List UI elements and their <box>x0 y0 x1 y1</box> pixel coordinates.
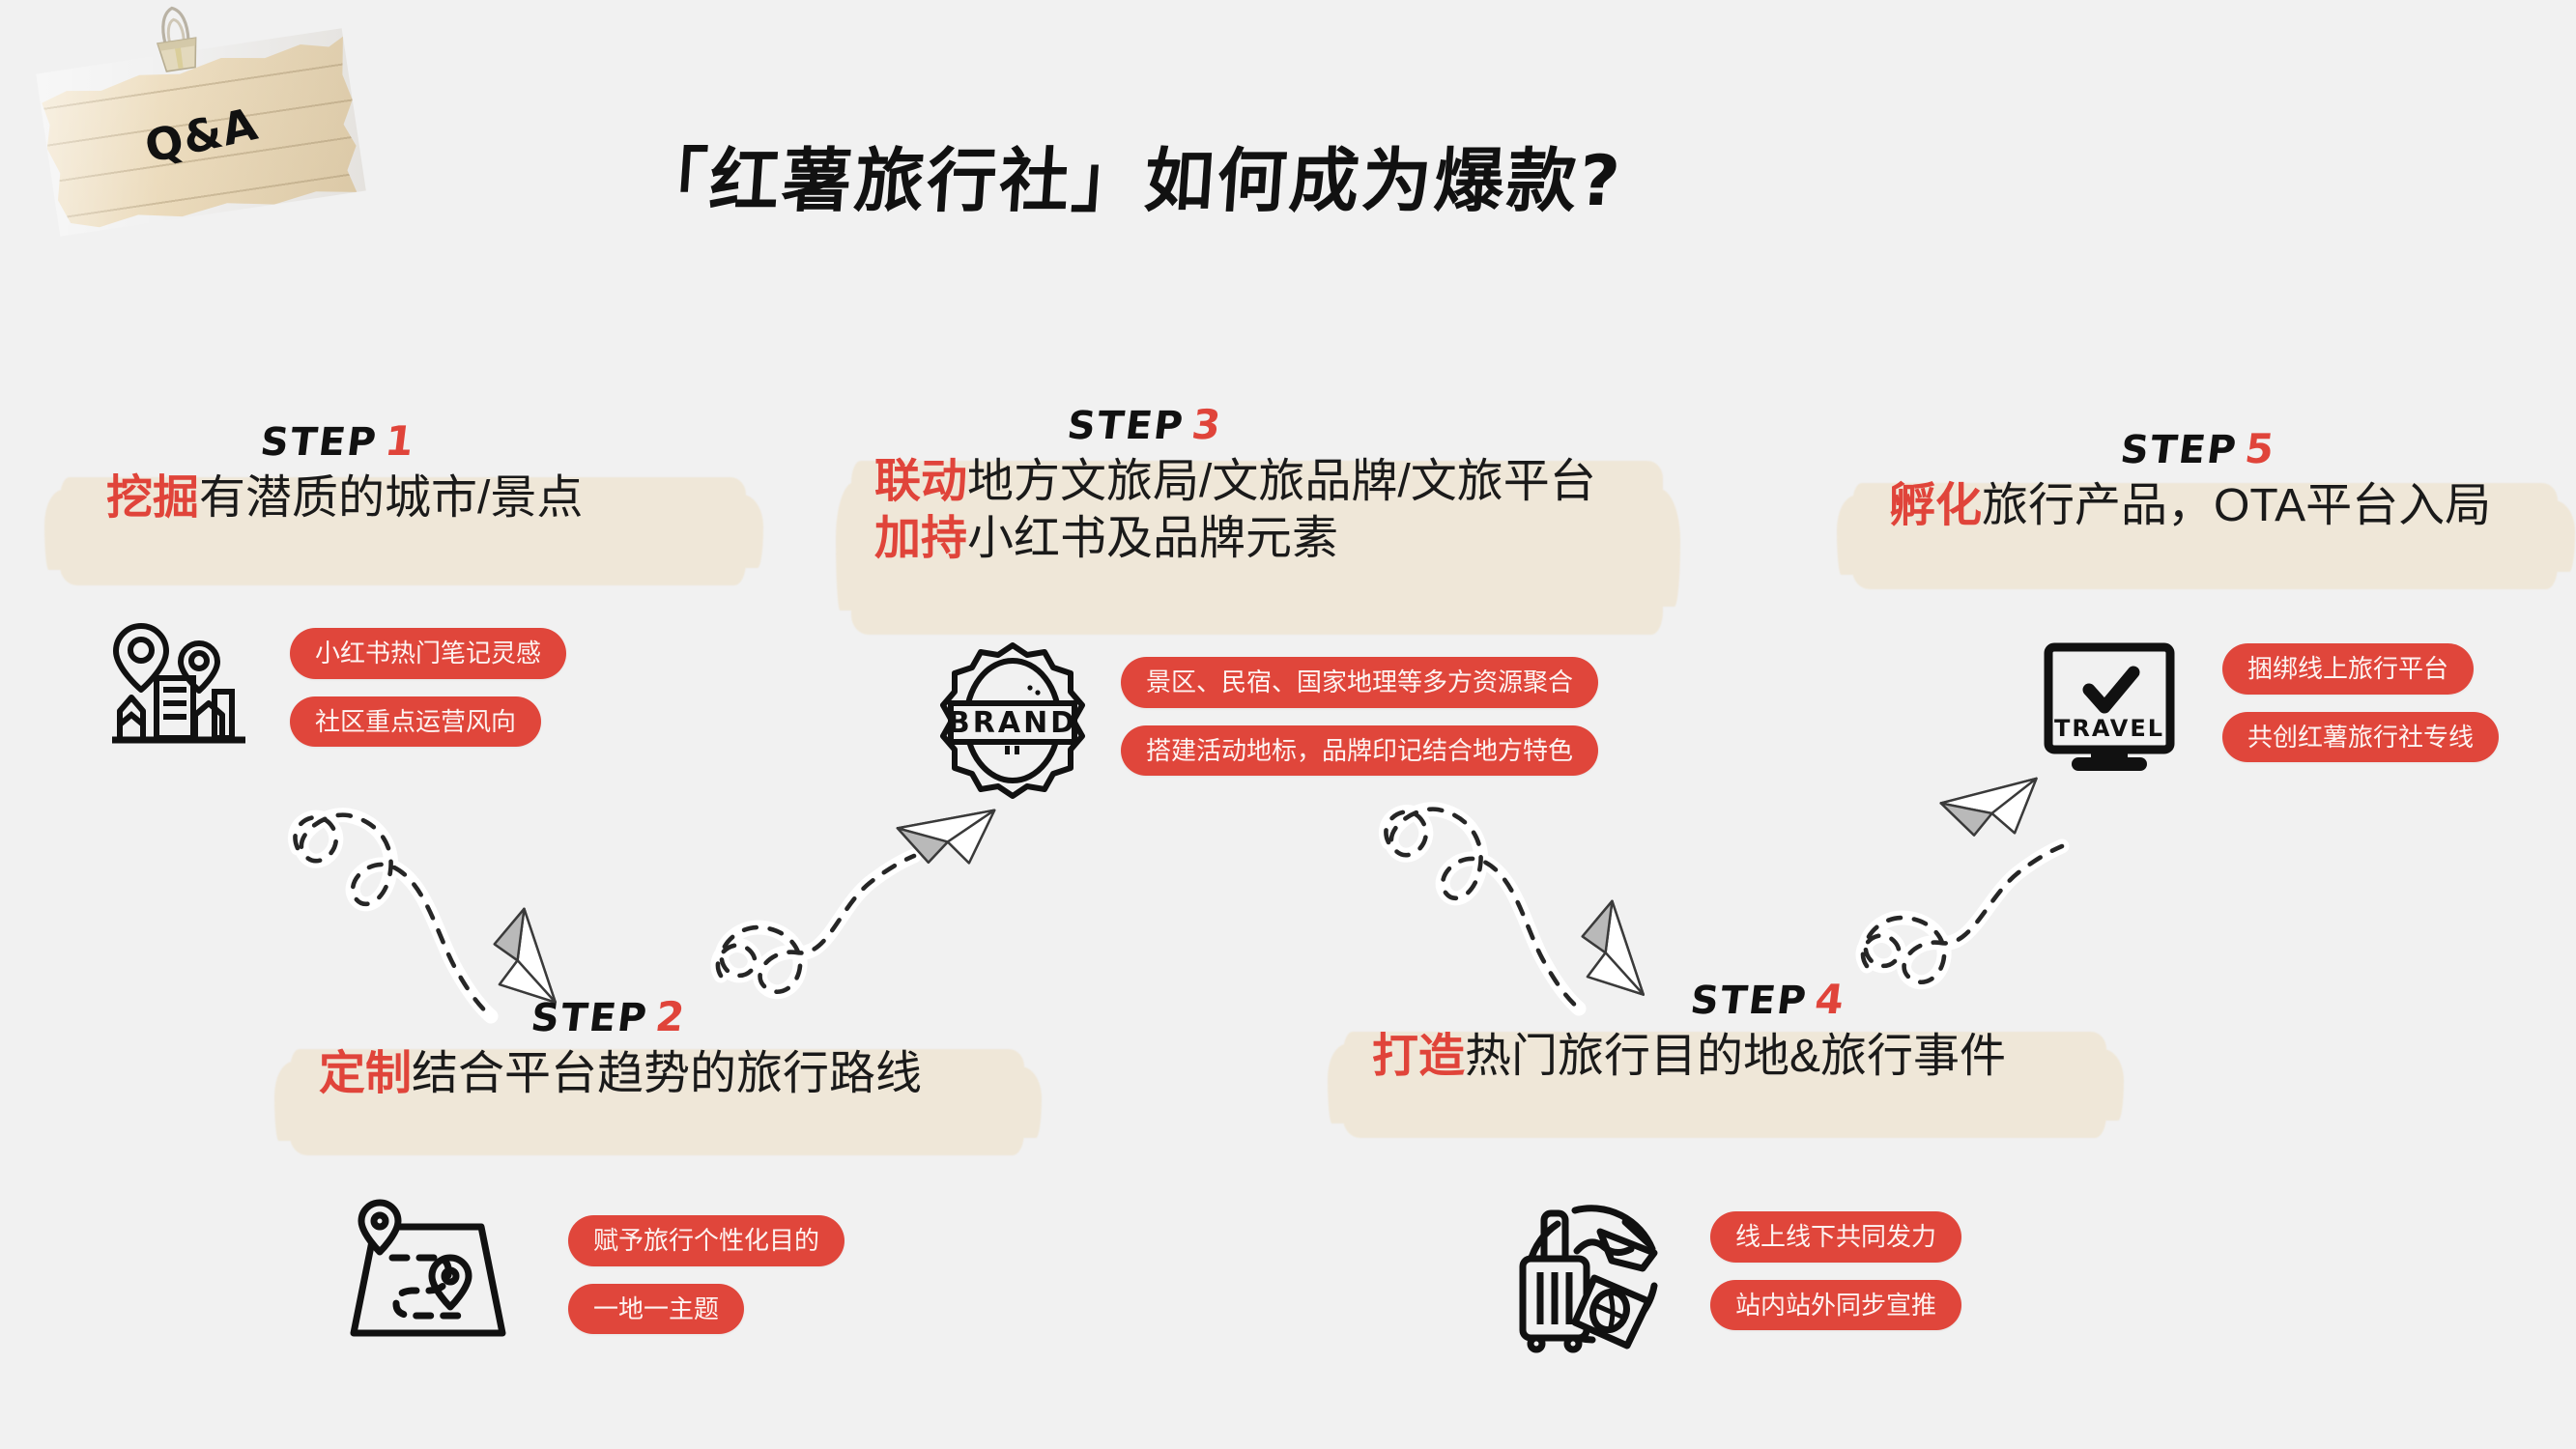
step-1-block: STEP1 挖掘有潜质的城市/景点 <box>44 417 763 585</box>
step-5-keyword: 孵化 <box>1889 480 1983 531</box>
tag-item[interactable]: 搭建活动地标，品牌印记结合地方特色 <box>1121 724 1599 776</box>
brush-highlight <box>274 1049 1042 1155</box>
brush-highlight <box>1328 1032 2124 1138</box>
step-4-text: 热门旅行目的地&旅行事件 <box>1465 1031 2007 1082</box>
step-3-text-2: 小红书及品牌元素 <box>967 512 1339 564</box>
svg-text:BRAND: BRAND <box>948 706 1077 740</box>
step-4-headline: 打造热门旅行目的地&旅行事件 <box>1372 1029 2006 1086</box>
step-2-headline: 定制结合平台趋势的旅行路线 <box>319 1046 922 1103</box>
step-1-tag-list: 小红书热门笔记灵感 社区重点运营风向 <box>290 628 567 747</box>
step-3-keyword-2: 加持 <box>874 512 968 564</box>
tag-item[interactable]: 线上线下共同发力 <box>1710 1211 1962 1263</box>
step-5-text: 旅行产品，OTA平台入局 <box>1982 480 2492 531</box>
tag-item[interactable]: 一地一主题 <box>568 1283 745 1334</box>
step-1-keyword: 挖掘 <box>106 472 200 524</box>
tag-item[interactable]: 小红书热门笔记灵感 <box>290 628 567 679</box>
travel-monitor-icon: TRAVEL <box>2037 639 2182 775</box>
step-1-label: STEP1 <box>257 417 418 465</box>
route-map-icon <box>346 1198 510 1343</box>
step-2-text: 结合平台趋势的旅行路线 <box>412 1048 923 1099</box>
step-4-keyword: 打造 <box>1372 1031 1466 1082</box>
tag-item[interactable]: 捆绑线上旅行平台 <box>2222 643 2475 695</box>
tag-item[interactable]: 社区重点运营风向 <box>290 696 542 747</box>
step-3-keyword-1: 联动 <box>874 456 968 507</box>
step-3-headline-1: 联动地方文旅局/文旅品牌/文旅平台 <box>874 454 1596 511</box>
tag-item[interactable]: 站内站外同步宣推 <box>1710 1279 1962 1330</box>
luggage-passport-icon <box>1507 1193 1676 1353</box>
brush-highlight <box>44 477 763 585</box>
step-3-headline-2: 加持小红书及品牌元素 <box>874 511 1596 568</box>
step-2-block: STEP2 定制结合平台趋势的旅行路线 <box>274 993 1042 1155</box>
step-5-headline: 孵化旅行产品，OTA平台入局 <box>1889 478 2491 535</box>
step-4-block: STEP4 打造热门旅行目的地&旅行事件 <box>1328 976 2124 1138</box>
tag-item[interactable]: 景区、民宿、国家地理等多方资源聚合 <box>1121 657 1599 708</box>
step-2-label: STEP2 <box>528 993 689 1040</box>
monitor-screen-label: TRAVEL <box>2054 715 2164 742</box>
step-5-label: STEP5 <box>2117 425 2278 472</box>
brush-highlight <box>836 461 1680 635</box>
step-3-tag-list: 景区、民宿、国家地理等多方资源聚合 搭建活动地标，品牌印记结合地方特色 <box>1121 657 1599 776</box>
step-3-label: STEP3 <box>1064 401 1225 448</box>
binder-clip-icon <box>136 0 220 103</box>
brush-highlight <box>1837 483 2575 589</box>
step-3-block: STEP3 联动地方文旅局/文旅品牌/文旅平台 加持小红书及品牌元素 <box>836 401 1680 635</box>
step-1-headline: 挖掘有潜质的城市/景点 <box>106 470 583 527</box>
tag-item[interactable]: 赋予旅行个性化目的 <box>568 1215 845 1266</box>
page-title: 「红薯旅行社」如何成为爆款? <box>634 140 1626 221</box>
step-2-tag-list: 赋予旅行个性化目的 一地一主题 <box>568 1215 845 1334</box>
step-2-keyword: 定制 <box>319 1048 413 1099</box>
tag-item[interactable]: 共创红薯旅行社专线 <box>2222 711 2500 762</box>
step-4-tag-list: 线上线下共同发力 站内站外同步宣推 <box>1710 1211 1962 1330</box>
arrow-step2-to-step3 <box>710 792 1010 1000</box>
step-4-label: STEP4 <box>1687 976 1848 1023</box>
brand-badge-icon: BRAND <box>930 638 1096 804</box>
arrow-step1-to-step2 <box>288 808 572 1022</box>
step-1-text: 有潜质的城市/景点 <box>199 472 584 524</box>
arrow-step4-to-step5 <box>1855 761 2070 990</box>
city-location-pin-icon <box>106 618 251 753</box>
step-5-block: STEP5 孵化旅行产品，OTA平台入局 <box>1837 425 2575 589</box>
step-5-tag-list: 捆绑线上旅行平台 共创红薯旅行社专线 <box>2222 643 2500 762</box>
step-3-text-1: 地方文旅局/文旅品牌/文旅平台 <box>967 456 1596 507</box>
